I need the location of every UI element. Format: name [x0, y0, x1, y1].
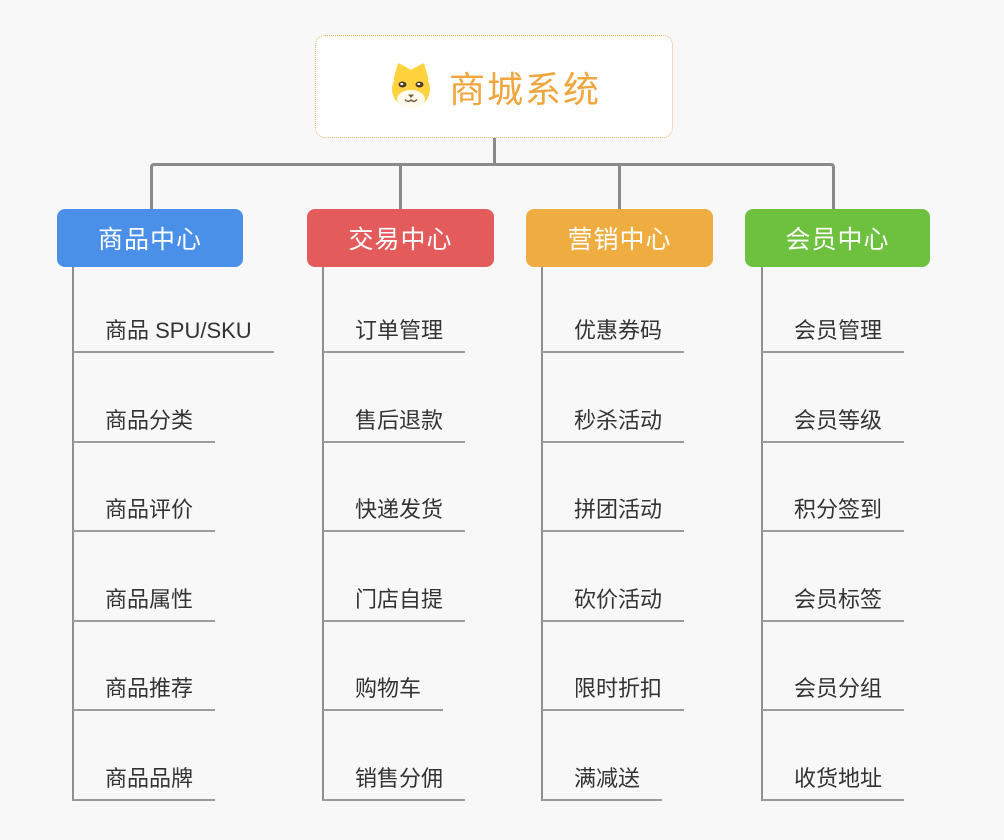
connector-spine-branch-3 [761, 267, 763, 801]
leaf-topic[interactable]: 商品评价 [73, 446, 216, 533]
leaf-topic[interactable]: 商品分类 [73, 357, 216, 443]
leaf-topic[interactable]: 订单管理 [323, 267, 466, 353]
branch-children-marketing-center: 优惠券码 秒杀活动 拼团活动 砍价活动 限时折扣 满减送 [542, 267, 685, 801]
leaf-label: 商品分类 [105, 407, 194, 433]
leaf-topic[interactable]: 商品 SPU/SKU [73, 267, 274, 353]
leaf-topic[interactable]: 门店自提 [323, 536, 466, 622]
leaf-topic[interactable]: 商品推荐 [73, 625, 216, 712]
leaf-topic[interactable]: 积分签到 [762, 446, 905, 533]
leaf-label: 积分签到 [794, 497, 883, 523]
branch-label: 会员中心 [785, 226, 890, 254]
leaf-label: 会员标签 [794, 586, 883, 612]
leaf-topic[interactable]: 会员标签 [762, 536, 905, 622]
leaf-label: 商品评价 [105, 497, 194, 523]
leaf-label: 购物车 [355, 676, 422, 702]
leaf-label: 满减送 [574, 765, 641, 791]
leaf-topic[interactable]: 满减送 [542, 715, 663, 801]
leaf-label: 砍价活动 [574, 586, 663, 612]
leaf-topic[interactable]: 商品品牌 [73, 715, 216, 801]
branch-label: 交易中心 [348, 226, 453, 254]
connector-root-stub [493, 138, 496, 165]
dog-face-icon [391, 63, 430, 108]
leaf-topic[interactable]: 售后退款 [323, 357, 466, 443]
branch-node-product-center[interactable]: 商品中心 [57, 209, 243, 267]
leaf-label: 门店自提 [355, 586, 444, 612]
leaf-label: 拼团活动 [574, 497, 663, 523]
leaf-topic[interactable]: 优惠券码 [542, 267, 685, 353]
leaf-topic[interactable]: 会员等级 [762, 357, 905, 443]
branch-node-trade-center[interactable]: 交易中心 [307, 209, 494, 267]
leaf-topic[interactable]: 收货地址 [762, 715, 905, 801]
leaf-topic[interactable]: 秒杀活动 [542, 357, 685, 443]
leaf-topic[interactable]: 砍价活动 [542, 536, 685, 622]
leaf-label: 会员等级 [794, 407, 883, 433]
connector-drop-branch-2 [618, 166, 621, 209]
branch-label: 营销中心 [567, 226, 672, 254]
leaf-label: 订单管理 [355, 318, 444, 343]
root-topic[interactable]: 商城系统 [315, 35, 673, 138]
branch-label: 商品中心 [97, 226, 202, 254]
leaf-topic[interactable]: 拼团活动 [542, 446, 685, 533]
leaf-topic[interactable]: 销售分佣 [323, 715, 466, 801]
connector-spine-branch-0 [72, 267, 74, 801]
leaf-label: 商品 SPU/SKU [105, 318, 252, 343]
leaf-topic[interactable]: 购物车 [323, 625, 444, 712]
branch-node-member-center[interactable]: 会员中心 [745, 209, 930, 267]
branch-node-marketing-center[interactable]: 营销中心 [526, 209, 713, 267]
leaf-topic[interactable]: 限时折扣 [542, 625, 685, 712]
leaf-label: 会员管理 [794, 318, 883, 343]
leaf-label: 秒杀活动 [574, 407, 663, 433]
connector-bus [150, 163, 835, 209]
leaf-label: 限时折扣 [574, 676, 663, 702]
leaf-topic[interactable]: 商品属性 [73, 536, 216, 622]
leaf-topic[interactable]: 会员管理 [762, 267, 905, 353]
leaf-topic[interactable]: 会员分组 [762, 625, 905, 712]
leaf-label: 商品属性 [105, 586, 194, 612]
connector-spine-branch-2 [541, 267, 543, 801]
root-topic-label: 商城系统 [448, 68, 601, 110]
leaf-label: 收货地址 [794, 765, 883, 791]
leaf-label: 销售分佣 [355, 765, 444, 791]
branch-children-member-center: 会员管理 会员等级 积分签到 会员标签 会员分组 收货地址 [762, 267, 905, 801]
branch-children-product-center: 商品 SPU/SKU 商品分类 商品评价 商品属性 商品推荐 商品品牌 [73, 267, 274, 801]
leaf-topic[interactable]: 快递发货 [323, 446, 466, 533]
leaf-label: 会员分组 [794, 676, 883, 702]
leaf-label: 商品品牌 [105, 765, 194, 791]
connector-drop-branch-1 [399, 166, 402, 209]
connector-spine-branch-1 [322, 267, 324, 801]
branch-children-trade-center: 订单管理 售后退款 快递发货 门店自提 购物车 销售分佣 [323, 267, 466, 801]
leaf-label: 商品推荐 [105, 676, 194, 702]
leaf-label: 优惠券码 [574, 318, 663, 343]
leaf-label: 快递发货 [355, 497, 444, 523]
leaf-label: 售后退款 [355, 407, 444, 433]
